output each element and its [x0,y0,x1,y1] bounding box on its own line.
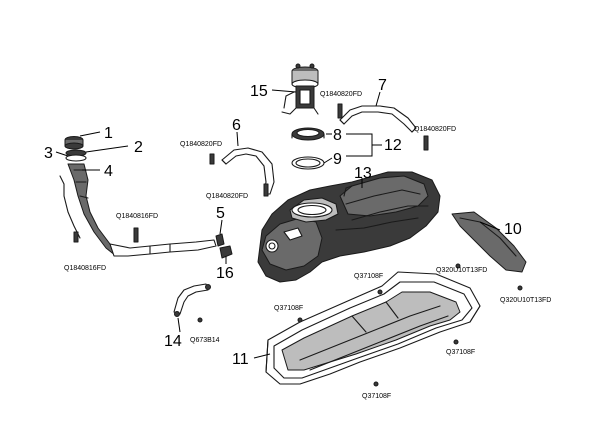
code-bolt-10-a: Q320U10T13FD [436,267,487,274]
part-3-filler-ring [65,154,87,162]
code-bolt-7: Q1840820FD [414,126,456,133]
callout-7: 7 [378,77,387,94]
code-bolt-11-left: Q37108F [274,305,303,312]
callout-11: 11 [232,351,249,368]
code-bolt-10-b: Q320U10T13FD [500,297,551,304]
callout-2: 2 [134,139,143,156]
callout-numbers: 1 2 3 4 5 6 7 8 9 10 11 12 13 14 15 16 [44,77,522,368]
callout-14: 14 [164,333,182,350]
part-15-fuel-pump [281,63,319,115]
callout-4: 4 [104,163,113,180]
part-7-tank-strap [339,105,417,133]
code-bolt-11-bottom: Q37108F [362,393,391,400]
callout-8: 8 [333,127,342,144]
code-bolt-filler-low: Q1840816FD [64,265,106,272]
part-14-fuel-hose [173,283,211,317]
leader-lines [55,89,501,359]
callout-5: 5 [216,205,225,222]
part-8-lock-ring [291,127,325,141]
part-13-fuel-tank [257,171,441,283]
part-9-seal-ring [291,156,325,170]
part-11-skid-plate [265,271,481,385]
part-codes: Q1840820FD Q1840820FD Q1840820FD Q184082… [64,91,551,400]
callout-3: 3 [44,145,53,162]
part-1-fuel-cap [64,136,84,150]
part-16-fitting [219,245,233,259]
callout-13: 13 [354,165,372,182]
part-4-filler-neck-pipe [59,163,217,257]
callout-12: 12 [384,137,402,154]
code-bolt-6-bottom: Q1840820FD [206,193,248,200]
part-10-heat-shield [451,211,527,273]
part-5-hose-clamp [215,233,225,247]
bolts [73,103,523,387]
code-bolt-11-top: Q37108F [354,273,383,280]
code-bolt-14: Q673B14 [190,337,220,344]
code-bolt-11-right: Q37108F [446,349,475,356]
code-bolt-filler: Q1840816FD [116,213,158,220]
callout-1: 1 [104,125,113,142]
callout-16: 16 [216,265,234,282]
callout-10: 10 [504,221,522,238]
callout-6: 6 [232,117,241,134]
callout-9: 9 [333,151,342,168]
code-bolt-15: Q1840820FD [320,91,362,98]
callout-15: 15 [250,83,268,100]
code-bolt-6-top: Q1840820FD [180,141,222,148]
